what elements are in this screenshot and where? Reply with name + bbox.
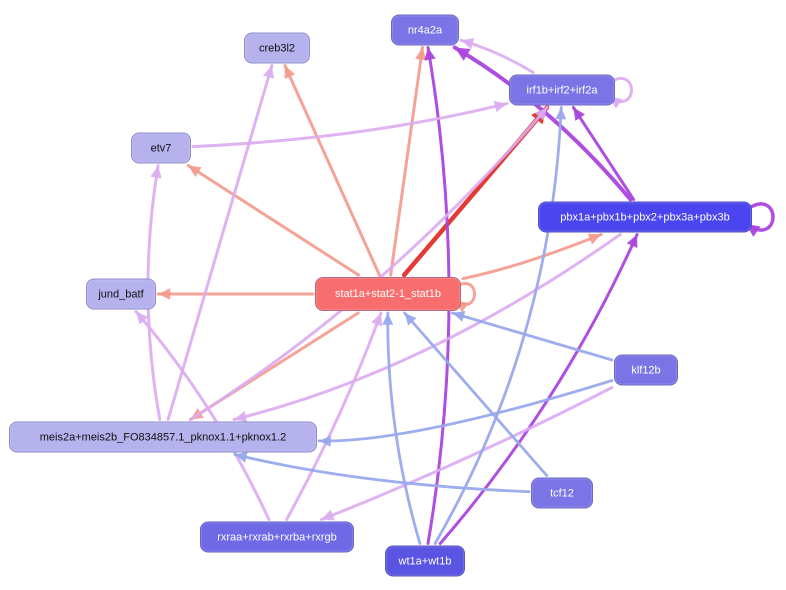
arrowhead-pbx1a-irf1b: [573, 107, 585, 121]
node-tcf12[interactable]: tcf12: [531, 477, 593, 509]
arrowhead-klf12b-rxraa: [321, 509, 335, 521]
edge-pbx1a-nr4a2a: [452, 45, 633, 202]
arrowhead-klf12b-stat1a: [452, 311, 466, 322]
edge-stat1a-pbx1a: [461, 233, 603, 281]
arrowhead-stat1a-creb3l2: [284, 65, 296, 79]
arrowhead-stat1a-pbx1a: [587, 233, 602, 245]
arrowhead-stat1a-jund_batf: [158, 288, 171, 300]
node-stat1a[interactable]: stat1a+stat2-1_stat1b: [315, 277, 461, 311]
node-klf12b[interactable]: klf12b: [614, 354, 678, 386]
arrowhead-meis2a-irf1b: [534, 107, 548, 121]
edge-rxraa-stat1a: [285, 311, 383, 521]
node-nr4a2a[interactable]: nr4a2a: [391, 14, 459, 46]
node-creb3l2[interactable]: creb3l2: [244, 32, 310, 64]
node-irf1b[interactable]: irf1b+irf2+irf2a: [509, 74, 615, 106]
edge-meis2a-irf1b: [189, 106, 549, 421]
arrowhead-pbx1a-meis2a: [234, 410, 248, 423]
arrowhead-stat1a-nr4a2a: [415, 47, 427, 61]
edge-meis2a-creb3l2: [166, 64, 274, 421]
arrowhead-tcf12-meis2a: [235, 451, 248, 463]
edge-rxraa-jund_batf: [134, 310, 271, 521]
arrowhead-etv7-irf1b: [493, 100, 507, 113]
edge-etv7-irf1b: [191, 102, 509, 149]
edge-klf12b-rxraa: [319, 386, 614, 521]
edge-pbx1a-meis2a: [232, 233, 622, 421]
arrowhead-rxraa-stat1a: [371, 313, 383, 327]
node-meis2a[interactable]: meis2a+meis2b_FO834857.1_pknox1.1+pknox1…: [9, 421, 317, 453]
node-pbx1a[interactable]: pbx1a+pbx1b+pbx2+pbx3a+pbx3b: [538, 201, 752, 233]
arrowhead-stat1a-etv7: [188, 165, 202, 177]
edge-wt1a-pbx1a: [438, 233, 639, 545]
edge-tcf12-stat1a: [403, 311, 549, 477]
arrowhead-irf1b-nr4a2a: [461, 38, 475, 50]
edge-klf12b-meis2a: [317, 379, 614, 443]
arrowhead-wt1a-nr4a2a: [424, 47, 436, 61]
arrowhead-klf12b-meis2a: [319, 435, 331, 447]
edge-klf12b-stat1a: [451, 311, 614, 362]
arrowhead-meis2a-etv7: [150, 165, 162, 179]
edge-stat1a-creb3l2: [283, 64, 381, 277]
node-etv7[interactable]: etv7: [131, 132, 191, 164]
edge-stat1a-nr4a2a: [389, 46, 424, 277]
arrowhead-rxraa-jund_batf: [136, 311, 149, 325]
node-wt1a[interactable]: wt1a+wt1b: [385, 545, 465, 577]
node-rxraa[interactable]: rxraa+rxrab+rxrba+rxrgb: [200, 521, 354, 553]
edge-wt1a-stat1a: [386, 311, 422, 545]
edge-pbx1a-irf1b: [571, 106, 636, 201]
arrowhead-tcf12-stat1a: [404, 313, 417, 326]
arrowhead-wt1a-irf1b: [555, 107, 567, 120]
arrowhead-wt1a-stat1a: [382, 313, 394, 325]
arrowhead-meis2a-creb3l2: [262, 65, 274, 79]
edge-tcf12-meis2a: [233, 453, 531, 494]
edge-stat1a-etv7: [186, 164, 360, 277]
arrowhead-pbx1a-nr4a2a: [454, 47, 471, 61]
arrowhead-wt1a-pbx1a: [626, 234, 638, 248]
node-jund_batf[interactable]: jund_batf: [86, 278, 156, 310]
